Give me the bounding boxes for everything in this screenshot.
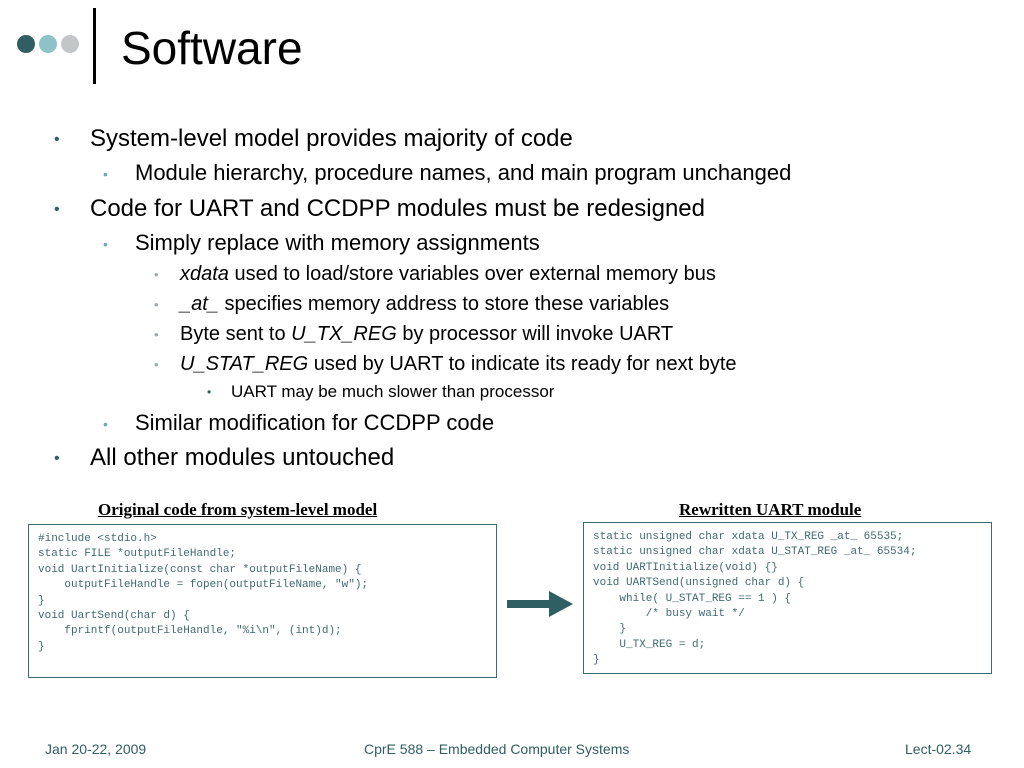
title-divider (93, 8, 96, 84)
bullet-text: Byte sent to (180, 323, 292, 345)
bullet-text: System-level model provides majority of … (90, 125, 573, 152)
bullet-item: • Code for UART and CCDPP modules must b… (54, 195, 705, 223)
bullet-emphasis: _at_ (180, 293, 219, 315)
bullet-item: • UART may be much slower than processor (207, 382, 555, 402)
bullet-icon: • (154, 327, 159, 342)
bullet-icon: • (207, 385, 212, 399)
dot-grey (61, 35, 79, 53)
original-code-box: #include <stdio.h> static FILE *outputFi… (28, 524, 497, 678)
bullet-text: UART may be much slower than processor (231, 382, 555, 401)
bullet-item: • Simply replace with memory assignments (103, 230, 540, 256)
footer-course: CprE 588 – Embedded Computer Systems (364, 741, 630, 757)
bullet-icon: • (154, 267, 159, 282)
bullet-text: Simply replace with memory assignments (135, 230, 540, 255)
bullet-icon: • (154, 297, 159, 312)
bullet-item: • xdata used to load/store variables ove… (154, 262, 716, 286)
bullet-emphasis: U_TX_REG (291, 323, 397, 345)
bullet-icon: • (54, 201, 60, 218)
bullet-item: • Similar modification for CCDPP code (103, 410, 495, 436)
bullet-icon: • (103, 166, 108, 182)
bullet-item: • All other modules untouched (54, 444, 395, 472)
bullet-text: used by UART to indicate its ready for n… (308, 353, 737, 375)
footer-date: Jan 20-22, 2009 (45, 741, 147, 757)
dot-dark (17, 35, 35, 53)
bullet-text: Code for UART and CCDPP modules must be … (90, 195, 705, 222)
original-code: #include <stdio.h> static FILE *outputFi… (38, 533, 369, 653)
bullet-text: specifies memory address to store these … (218, 293, 670, 315)
slide-title: Software (121, 22, 303, 74)
bullet-icon: • (103, 416, 108, 432)
bullet-emphasis: xdata (180, 263, 229, 285)
bullet-text: used to load/store variables over extern… (228, 263, 716, 285)
original-code-caption: Original code from system-level model (98, 500, 378, 519)
rewritten-code-box: static unsigned char xdata U_TX_REG _at_… (583, 522, 992, 674)
arrow-right-icon (507, 591, 573, 617)
bullet-item: • System-level model provides majority o… (54, 125, 573, 153)
bullet-text: Module hierarchy, procedure names, and m… (135, 160, 792, 185)
bullet-emphasis: U_STAT_REG (180, 353, 309, 375)
bullet-item: • U_STAT_REG used by UART to indicate it… (154, 352, 737, 376)
footer-lecture: Lect-02.34 (905, 741, 972, 757)
dot-light (39, 35, 57, 53)
bullet-text: by processor will invoke UART (396, 323, 674, 345)
bullet-text: All other modules untouched (90, 444, 395, 471)
bullet-item: • Module hierarchy, procedure names, and… (103, 160, 792, 186)
rewritten-code: static unsigned char xdata U_TX_REG _at_… (593, 531, 917, 667)
rewritten-code-caption: Rewritten UART module (679, 500, 862, 519)
bullet-icon: • (54, 450, 60, 467)
bullet-icon: • (154, 357, 159, 372)
bullet-item: • Byte sent to U_TX_REG by processor wil… (154, 322, 674, 346)
bullet-text: Similar modification for CCDPP code (135, 410, 495, 435)
bullet-icon: • (103, 236, 108, 252)
bullet-item: • _at_ specifies memory address to store… (154, 292, 670, 316)
bullet-icon: • (54, 131, 60, 148)
